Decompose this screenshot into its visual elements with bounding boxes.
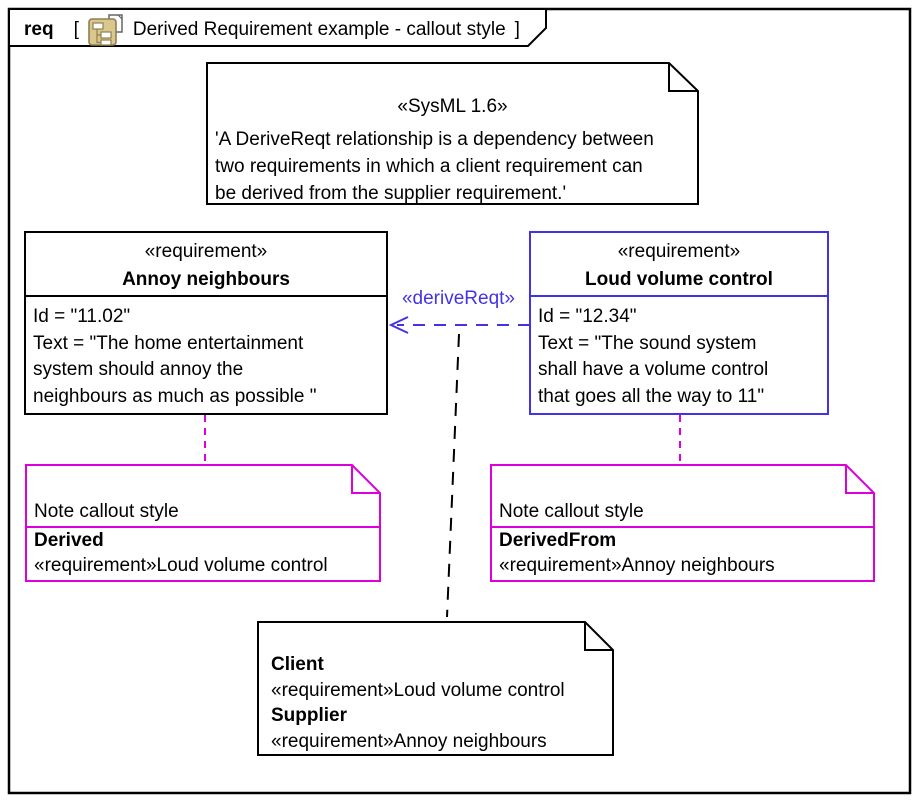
client-supplier-note-body: Client «requirement»Loud volume control … [271,652,565,754]
sysml-note-body-line: two requirements in which a client requi… [215,156,643,177]
client-supplier-note-fold-icon [584,622,613,651]
callout-right-title: Note callout style [499,501,644,522]
requirement-right-body: Id = "12.34" Text = "The sound system sh… [538,304,768,410]
requirement-left-body-line: Text = "The home entertainment [33,332,304,354]
callout-right-value: «requirement»Annoy neighbours [499,555,775,576]
derive-reqt-arrowhead-icon [388,316,409,334]
diagram-title: Derived Requirement example - callout st… [132,19,506,40]
requirement-left-body-line: Id = "11.02" [33,306,131,327]
requirement-left-body-line: neighbours as much as possible " [33,385,317,407]
derive-reqt-label: «deriveReqt» [401,288,516,309]
callout-left-value: «requirement»Loud volume control [34,555,328,576]
derive-reqt-note-anchor-line[interactable] [446,333,460,618]
requirement-left-body: Id = "11.02" Text = "The home entertainm… [33,304,316,410]
requirement-right-stereotype: «requirement» [617,241,741,262]
requirement-left-body-line: system should annoy the [33,359,244,380]
callout-left-property: Derived [34,530,104,551]
diagram-kind-keyword: req [24,19,54,40]
requirement-diagram-icon [88,13,123,46]
callout-note-right-shape[interactable] [490,464,875,582]
requirement-right-body-line: Id = "12.34" [538,306,637,327]
frame-title-bar: req [ Derived Requirement example - call… [24,13,520,46]
requirement-box-loud-volume-control[interactable] [529,231,829,415]
bottom-note-supplier-label: Supplier [271,705,348,726]
requirement-left-name: Annoy neighbours [122,269,290,290]
bottom-note-supplier-value: «requirement»Annoy neighbours [271,730,547,752]
sysml-note-shape[interactable] [206,62,699,205]
sysml-note-body-line: 'A DeriveReqt relationship is a dependen… [215,129,654,150]
frame-title-tab[interactable] [8,8,547,47]
sysml-note-body-line: be derived from the supplier requirement… [215,183,567,204]
callout-right-property: DerivedFrom [499,530,617,551]
requirement-left-stereotype: «requirement» [144,241,268,262]
bottom-note-client-label: Client [271,654,324,675]
requirement-box-annoy-neighbours[interactable] [24,231,388,415]
bottom-note-client-value: «requirement»Loud volume control [271,679,565,701]
sysml-note-body: 'A DeriveReqt relationship is a dependen… [215,126,654,207]
callout-note-left-shape[interactable] [25,464,381,582]
client-supplier-note-shape[interactable] [257,621,614,756]
requirement-right-body-line: Text = "The sound system [538,332,757,354]
sysml-note-fold-icon [668,63,698,92]
callout-note-left-fold-icon [351,465,380,494]
requirement-right-body-line: that goes all the way to 11" [538,385,765,407]
tab-bracket-close: ] [514,19,520,40]
callout-left-title: Note callout style [34,501,179,522]
callout-note-right-fold-icon [845,465,874,494]
tab-bracket-open: [ [73,19,79,40]
requirement-right-name: Loud volume control [585,269,773,290]
sysml-note-stereotype: «SysML 1.6» [397,96,508,117]
requirement-right-body-line: shall have a volume control [538,359,769,380]
